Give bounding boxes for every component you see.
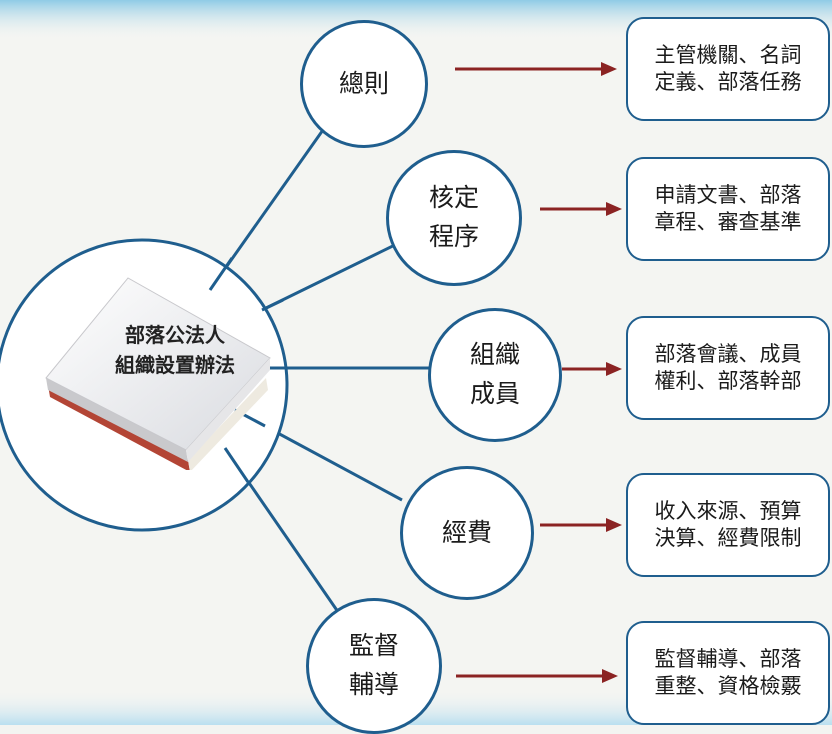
- arrow-icon: [540, 202, 622, 216]
- node-label: 經費: [441, 517, 492, 547]
- arrow-icon: [455, 62, 617, 76]
- node-label: 監督 輔導: [348, 631, 399, 699]
- connector-line: [261, 238, 406, 312]
- arrow-icon: [456, 669, 618, 683]
- node-general: 總則: [300, 20, 428, 148]
- node-funding: 經費: [400, 466, 534, 600]
- description-box-supervision-guidance: 監督輔導、部落 重整、資格檢覈: [626, 621, 830, 725]
- book-icon: [45, 277, 271, 470]
- node-label: 總則: [338, 68, 389, 98]
- description-box-general: 主管機關、名詞 定義、部落任務: [626, 17, 830, 121]
- node-label: 核定 程序: [428, 183, 479, 251]
- arrow-icon: [562, 362, 622, 376]
- description-box-approval-procedure: 申請文書、部落 章程、審查基準: [626, 157, 830, 261]
- description-box-funding: 收入來源、預算 決算、經費限制: [626, 473, 830, 577]
- description-box-organization-members: 部落會議、成員 權利、部落幹部: [626, 316, 830, 420]
- node-approval-procedure: 核定 程序: [386, 150, 522, 286]
- node-organization-members: 組織 成員: [428, 308, 562, 442]
- node-supervision-guidance: 監督 輔導: [306, 598, 442, 734]
- center-title-line1: 部落公法人: [125, 323, 225, 347]
- arrow-icon: [540, 518, 622, 532]
- node-label: 組織 成員: [469, 340, 520, 408]
- center-title-line2: 組織設置辦法: [115, 353, 235, 377]
- center-title: 部落公法人 組織設置辦法: [95, 320, 255, 380]
